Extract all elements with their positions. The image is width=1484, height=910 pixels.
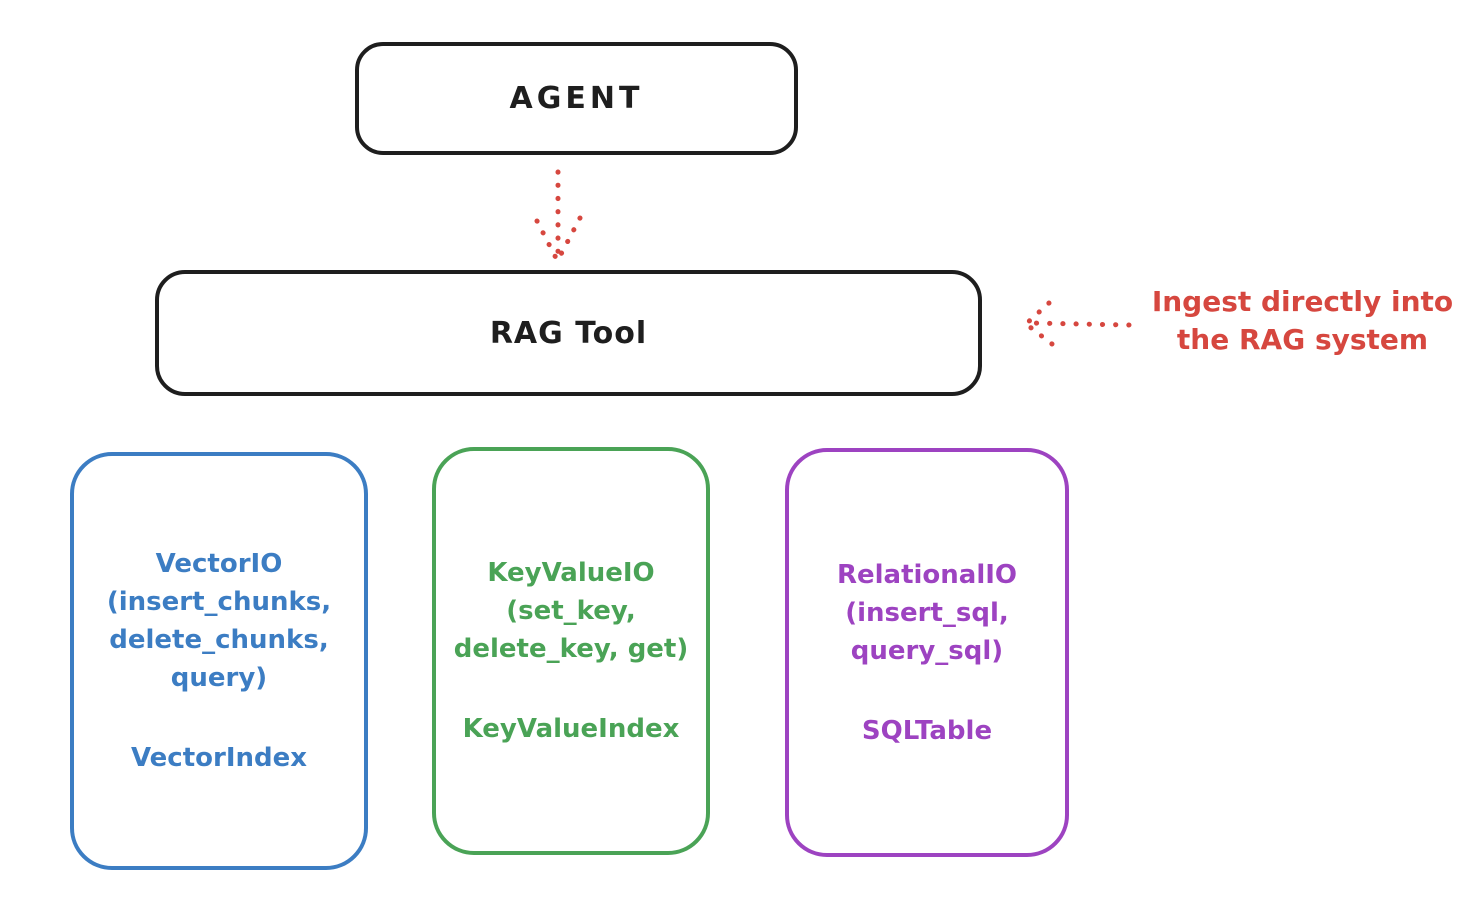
sqltable-label: SQLTable [861,715,993,746]
ingest-annotation: Ingest directly into the RAG system [1151,285,1454,356]
vector-index-label: VectorIndex [130,743,308,773]
rag-tool-label: RAG Tool [489,315,648,351]
rag-tool-box: RAG Tool [155,270,982,396]
vector-io-methods: VectorIO (insert_chunks, delete_chunks, … [106,549,332,693]
ingest-arrow [1023,300,1132,347]
relational-io-methods: RelationalIO (insert_sql, query_sql) [836,559,1018,666]
keyvalue-io-methods: KeyValueIO (set_key, delete_key, get) [453,558,689,664]
agent-label: AGENT [509,81,644,116]
vector-io-box: VectorIO (insert_chunks, delete_chunks, … [70,452,368,870]
agent-to-rag-arrow [534,169,583,261]
keyvalue-io-box: KeyValueIO (set_key, delete_key, get) Ke… [432,447,710,855]
agent-box: AGENT [355,42,798,155]
keyvalue-index-label: KeyValueIndex [462,714,680,744]
relational-io-box: RelationalIO (insert_sql, query_sql) SQL… [785,448,1069,857]
